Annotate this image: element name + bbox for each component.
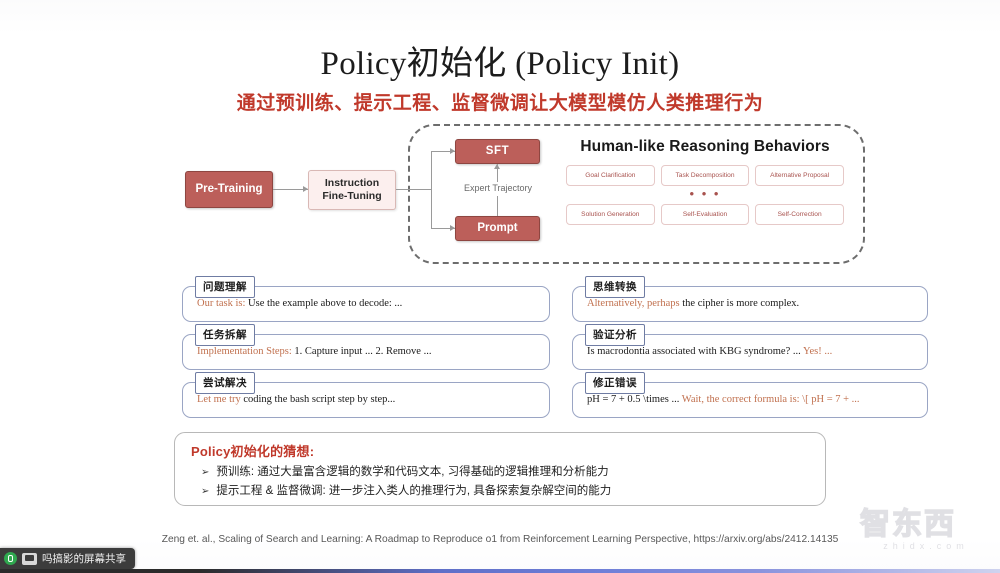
- example-card[interactable]: 思维转换 Alternatively, perhaps the cipher i…: [572, 276, 928, 322]
- behavior-chip[interactable]: Alternative Proposal: [755, 165, 844, 186]
- example-card-highlight: Our task is:: [197, 298, 246, 309]
- behaviors-title: Human-like Reasoning Behaviors: [580, 138, 830, 155]
- connector-pretrain-to-instruction: [273, 189, 308, 190]
- arrow-to-sft-icon: [450, 147, 455, 154]
- example-card-text: Alternatively, perhaps the cipher is mor…: [587, 298, 799, 309]
- bullet-arrow-icon: ➢: [201, 485, 210, 497]
- summary-item-text: 提示工程 & 监督微调: 进一步注入类人的推理行为, 具备探索复杂解空间的能力: [216, 484, 612, 497]
- behavior-chip[interactable]: Goal Clarification: [566, 165, 655, 186]
- node-pre-training[interactable]: Pre-Training: [185, 171, 273, 208]
- summary-box: Policy初始化的猜想: ➢ 预训练: 通过大量富含逻辑的数学和代码文本, 习…: [174, 432, 826, 506]
- example-card[interactable]: 问题理解 Our task is: Use the example above …: [182, 276, 550, 322]
- arrow-to-prompt-icon: [450, 224, 455, 231]
- example-card-highlight: Let me try: [197, 394, 241, 405]
- page-title: Policy初始化 (Policy Init): [320, 46, 680, 82]
- example-card-rest: Use the example above to decode: ...: [245, 298, 403, 309]
- monitor-icon[interactable]: [22, 552, 37, 565]
- bullet-arrow-icon: ➢: [201, 467, 210, 478]
- instruction-line-2: Fine-Tuning: [322, 190, 382, 202]
- example-card[interactable]: 任务拆解 Implementation Steps: 1. Capture in…: [182, 324, 550, 370]
- example-card-rest: 1. Capture input ... 2. Remove ...: [291, 346, 432, 357]
- page-subtitle: 通过预训练、提示工程、监督微调让大模型模仿人类推理行为: [236, 93, 764, 114]
- bottom-color-strip: [0, 569, 1000, 573]
- behavior-chip[interactable]: Task Decomposition: [660, 165, 750, 186]
- example-card-tag: 尝试解决: [195, 372, 255, 394]
- example-card-tag: 验证分析: [585, 324, 645, 346]
- pipeline-diagram: Pre-Training Instruction Fine-Tuning SFT…: [0, 118, 1000, 268]
- example-card-lead: Is macrodontia associated with KBG syndr…: [587, 346, 801, 357]
- connector-expert-down: [497, 196, 498, 216]
- example-card-tag: 修正错误: [585, 372, 645, 394]
- screen-share-active-icon: [4, 552, 17, 565]
- expert-trajectory-label: Expert Trajectory: [452, 182, 544, 194]
- node-prompt-label: Prompt: [477, 222, 518, 235]
- example-card-text: Is macrodontia associated with KBG syndr…: [587, 346, 832, 357]
- node-pre-training-label: Pre-Training: [195, 183, 263, 196]
- node-prompt[interactable]: Prompt: [455, 216, 540, 241]
- example-card-tag: 任务拆解: [195, 324, 255, 346]
- example-card[interactable]: 修正错误 pH = 7 + 0.5 \times ... Wait, the c…: [572, 372, 928, 418]
- screen-share-taskbar[interactable]: 吗搞影的屏幕共享: [0, 548, 135, 569]
- behaviors-ellipsis: • • •: [689, 186, 721, 201]
- citation-footer: Zeng et. al., Scaling of Search and Lear…: [161, 534, 839, 545]
- example-card-highlight: Alternatively, perhaps: [587, 298, 680, 309]
- example-card[interactable]: 尝试解决 Let me try coding the bash script s…: [182, 372, 550, 418]
- behaviors-grid: Goal Clarification Task Decomposition Al…: [566, 165, 844, 225]
- example-card-text: Our task is: Use the example above to de…: [197, 298, 402, 309]
- example-card[interactable]: 验证分析 Is macrodontia associated with KBG …: [572, 324, 928, 370]
- example-card-rest: the cipher is more complex.: [679, 298, 800, 309]
- dashed-group-container: [408, 124, 865, 264]
- example-card-highlight: Implementation Steps:: [197, 346, 292, 357]
- behavior-chip[interactable]: Self-Evaluation: [660, 204, 750, 225]
- node-sft-label: SFT: [485, 145, 510, 158]
- summary-item: ➢ 提示工程 & 监督微调: 进一步注入类人的推理行为, 具备探索复杂解空间的能…: [201, 482, 825, 501]
- behavior-chip[interactable]: Solution Generation: [566, 204, 655, 225]
- connector-expert-up: [497, 164, 498, 184]
- node-sft[interactable]: SFT: [455, 139, 540, 164]
- example-card-lead: pH = 7 + 0.5 \times ...: [587, 394, 680, 405]
- connector-instruction-to-split: [396, 189, 432, 190]
- connector-split-to-sft: [431, 151, 455, 152]
- example-card-tag: 问题理解: [195, 276, 255, 298]
- behavior-chip[interactable]: Self-Correction: [755, 204, 844, 225]
- example-card-text: pH = 7 + 0.5 \times ... Wait, the correc…: [587, 394, 860, 405]
- example-card-highlight: Yes! ...: [800, 346, 833, 357]
- node-instruction-fine-tuning[interactable]: Instruction Fine-Tuning: [308, 170, 396, 210]
- example-card-highlight: Wait, the correct formula is: \[ pH = 7 …: [679, 394, 860, 405]
- arrow-expert-up-icon: [494, 164, 500, 169]
- connector-split-to-prompt: [431, 228, 455, 229]
- arrow-to-instruction-icon: [303, 185, 308, 192]
- instruction-line-1: Instruction: [324, 177, 380, 190]
- connector-split-vertical: [431, 151, 432, 229]
- screen-share-label: 吗搞影的屏幕共享: [42, 553, 126, 565]
- summary-item-text: 预训练: 通过大量富含逻辑的数学和代码文本, 习得基础的逻辑推理和分析能力: [216, 466, 609, 478]
- summary-item: ➢ 预训练: 通过大量富含逻辑的数学和代码文本, 习得基础的逻辑推理和分析能力: [201, 463, 825, 482]
- example-card-rest: coding the bash script step by step...: [240, 394, 396, 405]
- example-card-text: Implementation Steps: 1. Capture input .…: [197, 346, 431, 357]
- example-card-tag: 思维转换: [585, 276, 645, 298]
- example-cards: 问题理解 Our task is: Use the example above …: [0, 274, 1000, 418]
- summary-title: Policy初始化的猜想:: [191, 444, 315, 459]
- behaviors-panel: Human-like Reasoning Behaviors Goal Clar…: [566, 138, 844, 225]
- node-instruction-fine-tuning-label: Instruction Fine-Tuning: [322, 177, 381, 203]
- example-card-text: Let me try coding the bash script step b…: [197, 394, 395, 405]
